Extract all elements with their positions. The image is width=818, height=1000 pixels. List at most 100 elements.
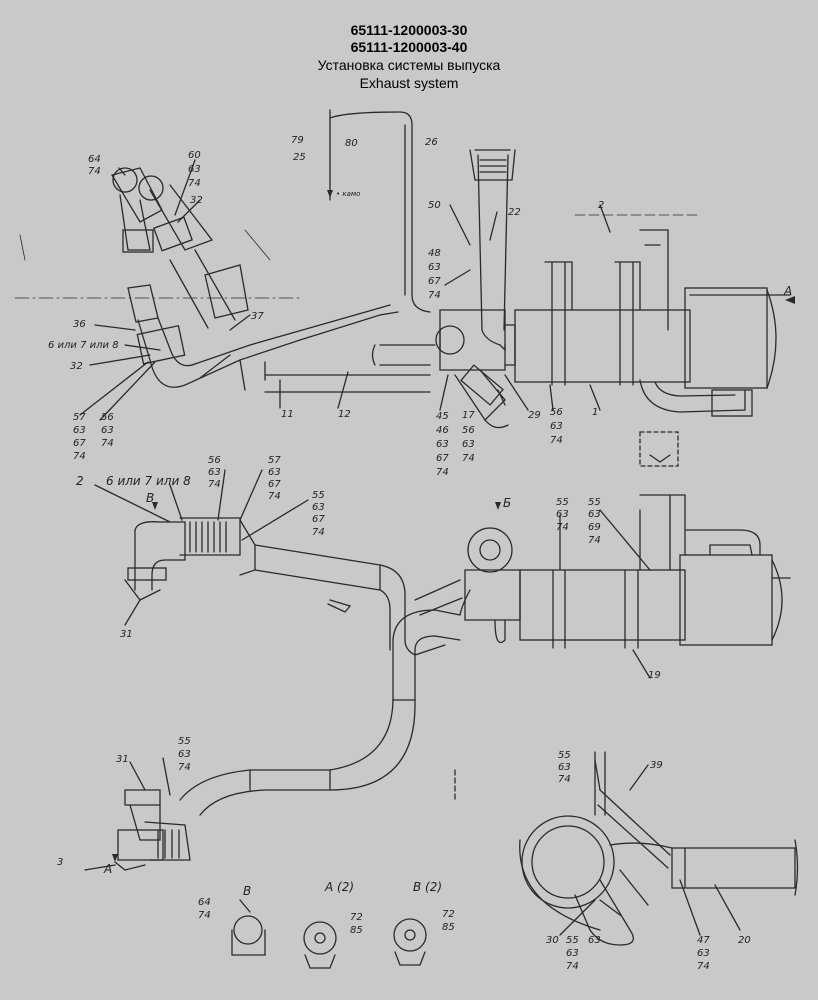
callout-c74g: 74 (462, 453, 475, 464)
callout-c63e: 63 (436, 439, 449, 450)
callout-c74n: 74 (178, 762, 191, 773)
callout-c57b: 57 (268, 455, 281, 466)
callout-c56a: 56 (101, 412, 114, 423)
callout-c63g: 63 (550, 421, 563, 432)
callout-c55c: 55 (588, 497, 601, 508)
callout-c48: 48 (428, 248, 441, 259)
callout-cB3: B (243, 884, 251, 898)
callout-c22: 22 (508, 207, 521, 218)
callout-c74e: 74 (101, 438, 114, 449)
callout-c2b: 2 (76, 474, 84, 488)
callout-c63l: 63 (588, 509, 601, 520)
callout-c19: 19 (648, 670, 661, 681)
callout-c67d: 67 (268, 479, 281, 490)
callout-c64a: 64 (88, 154, 101, 165)
drawing-code-1: 65111-1200003-30 (350, 22, 468, 38)
callout-c57a: 57 (73, 412, 86, 423)
callout-c17: 17 (462, 410, 475, 421)
callout-c74r: 74 (697, 961, 710, 972)
callout-c56c: 56 (550, 407, 563, 418)
callout-c1: 1 (592, 407, 598, 418)
callout-c74d: 74 (73, 451, 86, 462)
callout-c63b: 63 (428, 262, 441, 273)
callout-c63k: 63 (556, 509, 569, 520)
callout-c74p: 74 (198, 910, 211, 921)
callout-c20: 20 (738, 935, 751, 946)
callout-cB2: Б (503, 496, 511, 510)
callout-c63d: 63 (101, 425, 114, 436)
callout-c2a: 2 (598, 200, 604, 211)
callout-c63f: 63 (462, 439, 475, 450)
callout-c47: 47 (697, 935, 710, 946)
callout-c29: 29 (528, 410, 541, 421)
callout-c12: 12 (338, 409, 351, 420)
line-work (14, 109, 799, 969)
callout-c32a: 32 (190, 195, 203, 206)
callout-c11: 11 (281, 409, 294, 420)
callout-c37: 37 (251, 311, 264, 322)
callout-c25: 25 (293, 152, 306, 163)
callout-c72a: 72 (350, 912, 363, 923)
callout-c30: 30 (546, 935, 559, 946)
callout-c55a: 55 (312, 490, 325, 501)
callout-c74f: 74 (436, 467, 449, 478)
callout-c74i: 74 (208, 479, 221, 490)
callout-cA2: A (103, 862, 112, 876)
callout-c31a: 31 (120, 629, 133, 640)
callout-c67c: 67 (436, 453, 449, 464)
callout-c6a: 6 или 7 или 8 (48, 340, 119, 351)
callout-c74o: 74 (558, 774, 571, 785)
callout-c50: 50 (428, 200, 441, 211)
callout-c85a: 85 (350, 925, 363, 936)
callout-c74c: 74 (428, 290, 441, 301)
callout-c79: 79 (291, 135, 304, 146)
callout-viewA: A (2) (324, 880, 354, 894)
callout-viewB: B (2) (413, 880, 442, 894)
callout-c63m: 63 (178, 749, 191, 760)
callout-c74k: 74 (312, 527, 325, 538)
drawing-title-en: Exhaust system (359, 75, 459, 91)
callout-c63j: 63 (312, 502, 325, 513)
callout-c26: 26 (425, 137, 438, 148)
callout-c55d: 55 (178, 736, 191, 747)
callout-c80: 80 (345, 138, 358, 149)
callout-c3: 3 (57, 857, 63, 868)
callout-c74h: 74 (550, 435, 563, 446)
callout-c55f: 55 (566, 935, 579, 946)
callout-c63c: 63 (73, 425, 86, 436)
callout-c74m: 74 (588, 535, 601, 546)
callout-c63n: 63 (558, 762, 571, 773)
callout-c56d: 56 (208, 455, 221, 466)
callout-c63p: 63 (588, 935, 601, 946)
callout-c6b: 6 или 7 или 8 (106, 474, 191, 488)
callout-cB1: B (146, 491, 154, 505)
callout-c74b: 74 (188, 178, 201, 189)
callout-c63o: 63 (566, 948, 579, 959)
callout-c31b: 31 (116, 754, 129, 765)
callout-c69: 69 (588, 522, 601, 533)
callout-c67b: 67 (73, 438, 86, 449)
callout-c67e: 67 (312, 514, 325, 525)
callout-c32b: 32 (70, 361, 83, 372)
callout-c74j: 74 (268, 491, 281, 502)
callout-c63p: 63 (697, 948, 710, 959)
callout-c72b: 72 (442, 909, 455, 920)
callout-c56b: 56 (462, 425, 475, 436)
callout-labels: 79 25 80 26 • камо 64 74 60 63 74 32 50 … (48, 135, 792, 972)
callout-c74q: 74 (566, 961, 579, 972)
callout-kam: • камо (336, 190, 360, 198)
callout-c55b: 55 (556, 497, 569, 508)
callout-c63a: 63 (188, 164, 201, 175)
callout-c55e: 55 (558, 750, 571, 761)
callout-c63h: 63 (208, 467, 221, 478)
callout-c63i: 63 (268, 467, 281, 478)
view-arrows (112, 190, 795, 862)
callout-c60: 60 (188, 150, 201, 161)
drawing-code-2: 65111-1200003-40 (350, 39, 468, 55)
callout-c64b: 64 (198, 897, 211, 908)
drawing-title-ru: Установка системы выпуска (317, 57, 501, 73)
callout-c74l: 74 (556, 522, 569, 533)
callout-c67a: 67 (428, 276, 441, 287)
